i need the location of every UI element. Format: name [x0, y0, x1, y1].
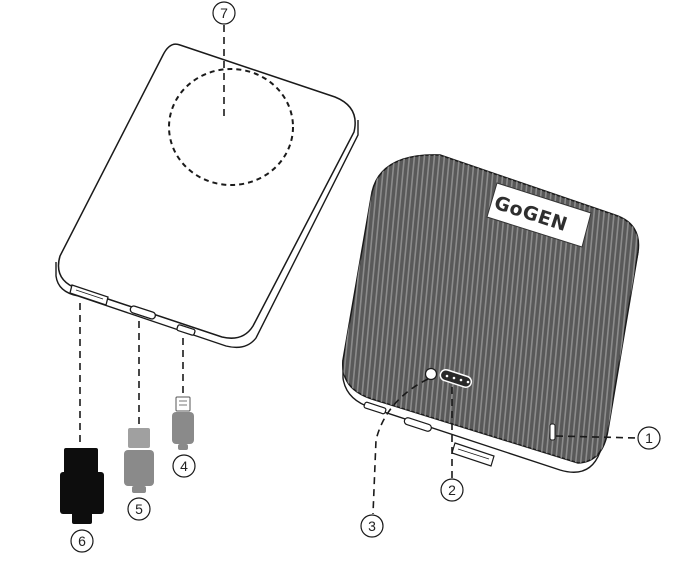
rib-line: [342, 154, 356, 463]
callout-6: 6: [70, 529, 94, 553]
callout-label-5: 5: [135, 501, 143, 517]
rib-line: [444, 154, 476, 463]
usb-a-port-back: [451, 442, 495, 467]
rib-line: [434, 154, 466, 463]
front-device-top-face: [57, 43, 356, 339]
rib-line: [634, 154, 639, 463]
micro-usb-port-back: [363, 401, 387, 415]
rib-line: [449, 154, 481, 463]
rib-line: [424, 154, 456, 463]
micro-usb-plug: [172, 396, 194, 450]
callout-2: 2: [440, 387, 464, 502]
callout-3: 3: [360, 378, 429, 538]
callout-label-4: 4: [180, 458, 188, 474]
usb-a-port-front: [69, 284, 109, 306]
rib-line: [549, 154, 581, 463]
rib-line: [629, 154, 639, 463]
side-button[interactable]: [549, 423, 556, 441]
rib-line: [640, 150, 670, 470]
usb-c-plug: [124, 428, 154, 493]
rib-line: [454, 154, 486, 463]
rib-line: [459, 154, 491, 463]
rib-line: [554, 154, 586, 463]
wireless-charging-area: [168, 68, 294, 186]
micro-usb-port-front: [176, 324, 196, 336]
usb-c-port-back: [403, 417, 432, 432]
callout-label-7: 7: [220, 5, 228, 21]
rib-line: [624, 154, 639, 463]
usb-c-port-front: [129, 305, 157, 320]
rib-line: [439, 154, 471, 463]
rib-line: [650, 150, 675, 470]
rib-line: [464, 154, 496, 463]
rib-line: [429, 154, 461, 463]
powerbank-back: GoGEN: [342, 150, 675, 473]
rib-line: [655, 150, 675, 470]
powerbank-front: [55, 43, 359, 349]
rib-line: [539, 154, 571, 463]
callout-7: 7: [212, 1, 236, 120]
callout-label-3: 3: [368, 518, 376, 534]
usb-a-plug: [60, 448, 104, 524]
callout-label-1: 1: [645, 430, 653, 446]
callout-4: 4: [172, 454, 196, 478]
callout-label-2: 2: [448, 482, 456, 498]
callout-1: 1: [555, 426, 661, 450]
rib-line: [544, 154, 576, 463]
callout-5: 5: [127, 497, 151, 521]
led-indicators: [439, 368, 473, 388]
callout-label-6: 6: [78, 533, 86, 549]
power-button[interactable]: [424, 367, 438, 381]
rib-line: [645, 150, 675, 470]
